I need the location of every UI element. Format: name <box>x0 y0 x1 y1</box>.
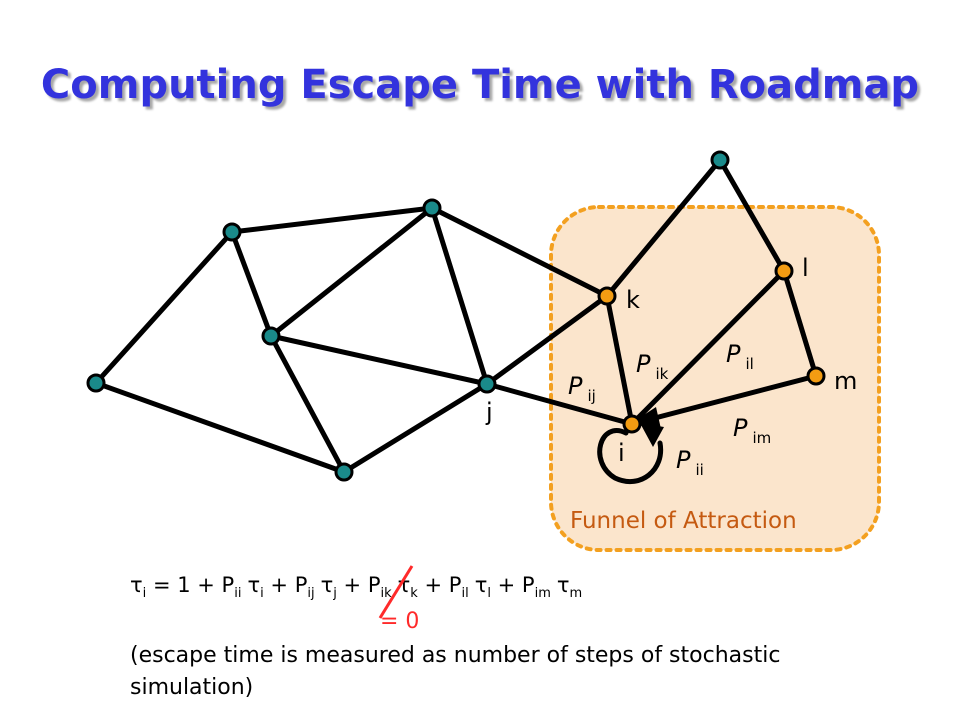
node <box>710 150 730 170</box>
edge <box>268 205 435 339</box>
node <box>222 222 242 242</box>
funnel-label: Funnel of Attraction <box>570 508 797 534</box>
node-k <box>597 286 617 306</box>
node <box>334 462 354 482</box>
node <box>261 326 281 346</box>
node <box>86 373 106 393</box>
edge <box>604 157 723 299</box>
node-j <box>477 374 497 394</box>
edge <box>268 333 347 475</box>
node-l <box>774 261 794 281</box>
edge <box>484 381 635 427</box>
escape-time-note: (escape time is measured as number of st… <box>130 643 781 700</box>
roadmap-nodes-inside <box>597 261 826 434</box>
node-m <box>806 366 826 386</box>
edge <box>629 373 819 427</box>
edge <box>229 205 435 235</box>
funnel-region <box>549 205 881 552</box>
tau-j-zero-note: = 0 <box>380 609 419 634</box>
node-label-m: m <box>834 367 857 395</box>
node <box>422 198 442 218</box>
node-label-k: k <box>626 286 640 314</box>
edge <box>93 380 347 475</box>
edge <box>429 205 610 299</box>
node-label-l: l <box>802 254 809 282</box>
edge <box>781 268 819 379</box>
strike-through-tau-j <box>378 565 414 619</box>
edge <box>341 381 490 475</box>
edge <box>429 205 490 387</box>
self-loop-edge <box>597 428 664 485</box>
slide-title: Computing Escape Time with Roadmap <box>40 62 920 108</box>
edge <box>629 268 787 427</box>
self-loop-arrowhead <box>640 423 664 447</box>
edge <box>229 229 274 339</box>
node-label-i: i <box>618 439 625 467</box>
node-i <box>622 414 642 434</box>
edge <box>484 293 610 387</box>
edge <box>717 157 787 274</box>
edge <box>604 293 635 427</box>
node-label-j: j <box>485 398 493 426</box>
roadmap-edges <box>93 157 819 475</box>
roadmap-nodes-outside <box>86 150 730 482</box>
edge <box>268 333 490 387</box>
edge <box>93 229 235 386</box>
